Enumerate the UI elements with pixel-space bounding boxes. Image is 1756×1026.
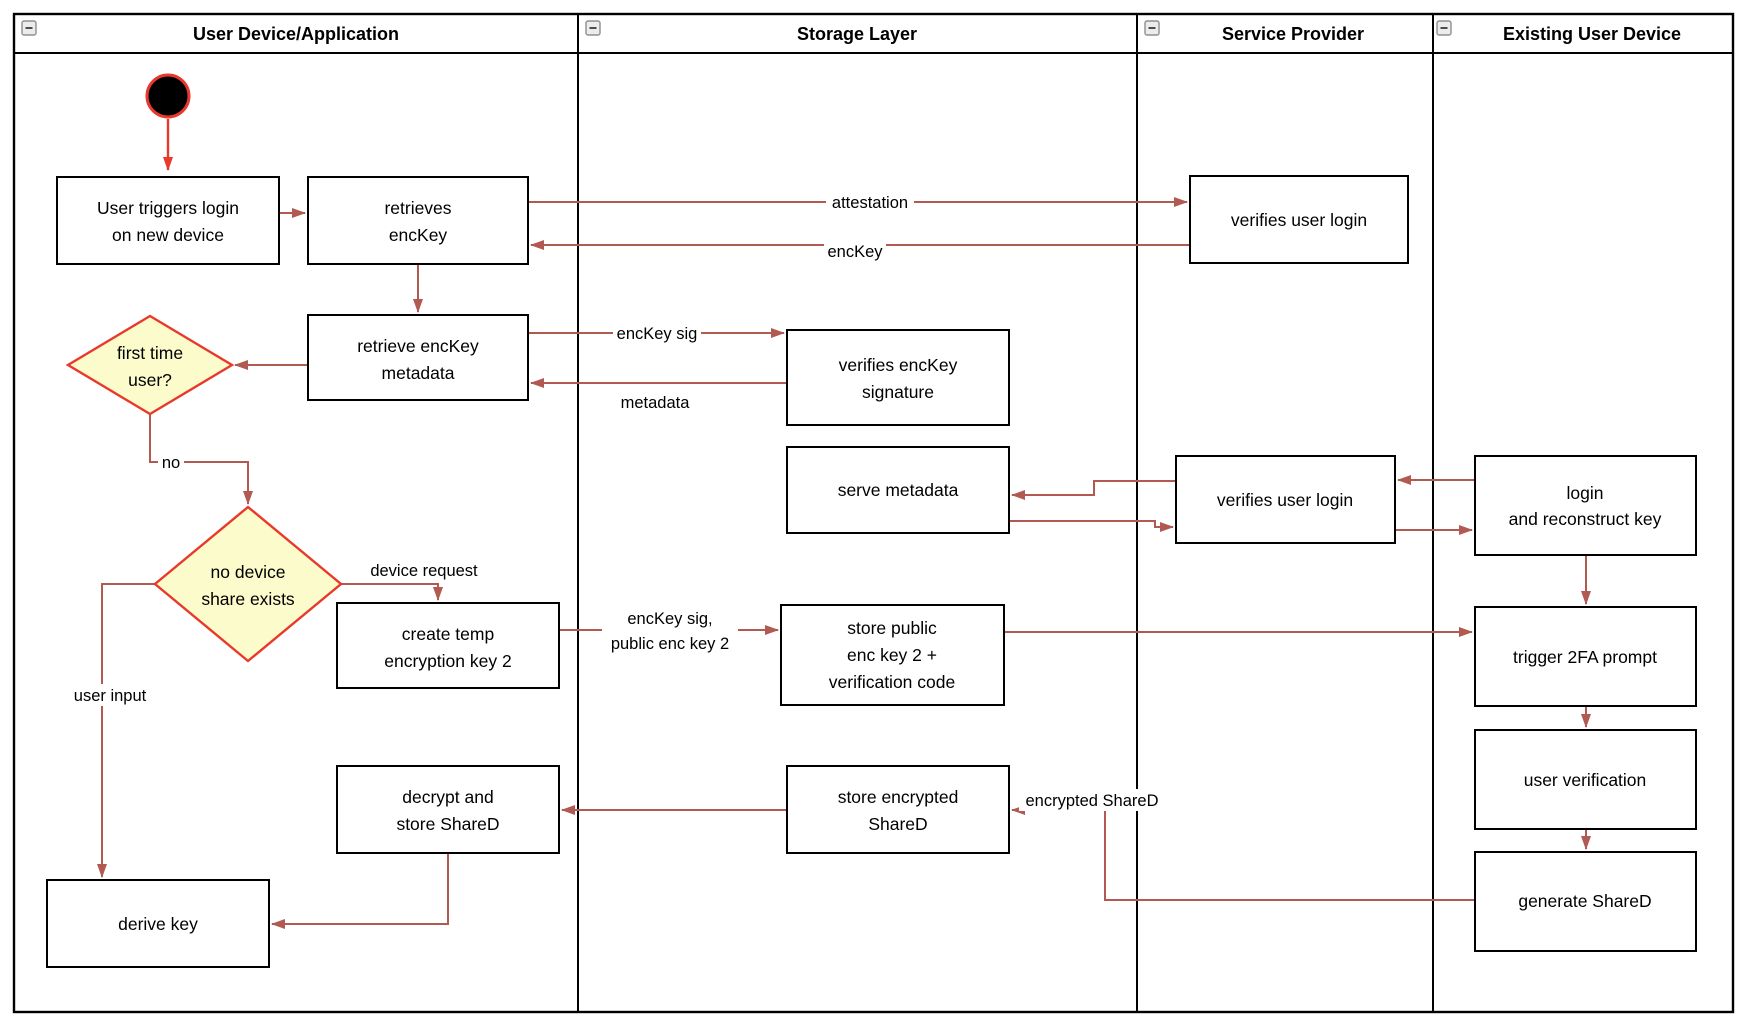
activity-user-triggers-login[interactable]: User triggers login on new device	[56, 176, 280, 265]
svg-text:attestation: attestation	[832, 194, 908, 212]
svg-text:first time: first time	[117, 343, 183, 363]
svg-text:User triggers login: User triggers login	[97, 198, 239, 218]
svg-text:user?: user?	[128, 370, 172, 390]
svg-text:serve metadata: serve metadata	[838, 480, 959, 500]
collapse-icon[interactable]	[585, 20, 601, 36]
svg-text:decrypt and: decrypt and	[402, 787, 493, 807]
initial-node[interactable]	[145, 73, 191, 119]
svg-text:encKey sig: encKey sig	[617, 325, 698, 343]
svg-text:public enc key 2: public enc key 2	[611, 635, 729, 653]
svg-text:share exists: share exists	[201, 589, 295, 609]
svg-text:and reconstruct key: and reconstruct key	[1509, 509, 1662, 529]
svg-text:metadata: metadata	[382, 363, 455, 383]
svg-text:verification code: verification code	[829, 672, 955, 692]
edge-verifies2-to-serve-metadata[interactable]	[1011, 480, 1176, 500]
activity-retrieves-enckey[interactable]: retrieves encKey	[307, 176, 529, 265]
activity-derive-key[interactable]: derive key	[46, 879, 270, 968]
lane-header-service-provider: Service Provider	[1144, 20, 1364, 44]
svg-text:login: login	[1567, 483, 1604, 503]
activity-serve-metadata[interactable]: serve metadata	[786, 446, 1010, 534]
lane-header-storage-layer: Storage Layer	[585, 20, 917, 44]
edge-label-user-input: user input	[69, 684, 151, 706]
edge-device-request[interactable]	[341, 583, 443, 601]
activity-retrieve-enckey-metadata[interactable]: retrieve encKey metadata	[307, 314, 529, 401]
lane-title-user-device: User Device/Application	[193, 24, 399, 44]
edge-no-branch[interactable]	[149, 414, 253, 505]
svg-text:verifies user login: verifies user login	[1217, 490, 1353, 510]
svg-text:on new device: on new device	[112, 225, 224, 245]
edge-decrypt-to-derive[interactable]	[271, 853, 449, 929]
lane-header-existing-user-device: Existing User Device	[1436, 20, 1681, 44]
svg-text:device request: device request	[370, 562, 478, 580]
decision-no-device-share-exists[interactable]: no device share exists	[153, 505, 343, 663]
activity-verifies-user-login-2[interactable]: verifies user login	[1175, 455, 1396, 544]
svg-text:encKey: encKey	[827, 243, 883, 261]
edge-label-enckey-sig-public: encKey sig, public enc key 2	[602, 607, 738, 655]
activity-verifies-user-login-1[interactable]: verifies user login	[1189, 175, 1409, 264]
edge-label-encrypted-shared: encrypted ShareD	[1019, 789, 1165, 811]
decision-first-time-user[interactable]: first time user?	[65, 314, 235, 416]
svg-text:user input: user input	[74, 687, 147, 705]
activity-decrypt-and-store-shared[interactable]: decrypt and store ShareD	[336, 765, 560, 854]
lane-title-storage-layer: Storage Layer	[797, 24, 917, 44]
svg-text:verifies encKey: verifies encKey	[839, 355, 958, 375]
svg-text:user verification: user verification	[1524, 770, 1647, 790]
edge-label-enckey: encKey	[824, 240, 886, 262]
svg-text:retrieve encKey: retrieve encKey	[357, 336, 479, 356]
svg-text:encryption key 2: encryption key 2	[384, 651, 511, 671]
svg-text:enc key 2 +: enc key 2 +	[847, 645, 937, 665]
svg-text:verifies user login: verifies user login	[1231, 210, 1367, 230]
svg-text:signature: signature	[862, 382, 934, 402]
edge-label-no: no	[158, 451, 184, 473]
edge-label-attestation: attestation	[826, 191, 914, 213]
svg-text:no device: no device	[211, 562, 286, 582]
collapse-icon[interactable]	[1436, 20, 1452, 36]
svg-text:retrieves: retrieves	[384, 198, 451, 218]
svg-text:ShareD: ShareD	[868, 814, 927, 834]
activity-trigger-2fa-prompt[interactable]: trigger 2FA prompt	[1474, 606, 1697, 707]
svg-text:generate ShareD: generate ShareD	[1518, 891, 1651, 911]
collapse-icon[interactable]	[1144, 20, 1160, 36]
edge-label-enckey-sig: encKey sig	[613, 322, 701, 344]
activity-create-temp-encryption-key-2[interactable]: create temp encryption key 2	[336, 602, 560, 689]
svg-text:no: no	[162, 454, 180, 472]
svg-text:create temp: create temp	[402, 624, 494, 644]
edge-label-metadata: metadata	[616, 391, 694, 413]
activity-verifies-enckey-signature[interactable]: verifies encKey signature	[786, 329, 1010, 426]
lane-title-existing-user-device: Existing User Device	[1503, 24, 1681, 44]
svg-text:derive key: derive key	[118, 914, 198, 934]
activity-login-and-reconstruct-key[interactable]: login and reconstruct key	[1474, 455, 1697, 556]
lane-title-service-provider: Service Provider	[1222, 24, 1364, 44]
svg-text:encrypted ShareD: encrypted ShareD	[1026, 792, 1159, 810]
svg-text:store public: store public	[847, 618, 937, 638]
lane-header-user-device: User Device/Application	[21, 20, 399, 44]
activity-store-public-enc-key-2[interactable]: store public enc key 2 + verification co…	[780, 604, 1005, 706]
svg-text:trigger 2FA prompt: trigger 2FA prompt	[1513, 647, 1657, 667]
svg-text:store encrypted: store encrypted	[838, 787, 959, 807]
activity-user-verification[interactable]: user verification	[1474, 729, 1697, 830]
activity-store-encrypted-shared[interactable]: store encrypted ShareD	[786, 765, 1010, 854]
edge-user-input[interactable]	[97, 583, 155, 878]
edge-serve-metadata-to-verifies2[interactable]	[1009, 520, 1174, 532]
activity-generate-shared[interactable]: generate ShareD	[1474, 851, 1697, 952]
svg-text:metadata: metadata	[621, 394, 691, 412]
edge-label-device-request: device request	[366, 559, 482, 581]
svg-text:store ShareD: store ShareD	[396, 814, 499, 834]
svg-text:encKey: encKey	[389, 225, 448, 245]
collapse-icon[interactable]	[21, 20, 37, 36]
svg-text:encKey sig,: encKey sig,	[627, 610, 712, 628]
